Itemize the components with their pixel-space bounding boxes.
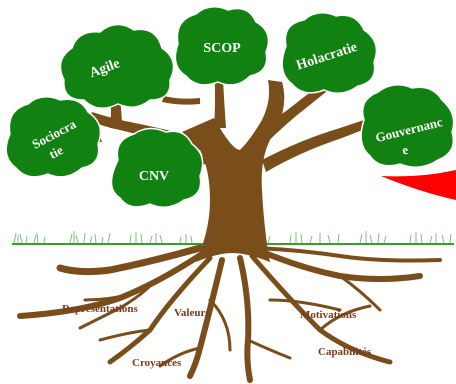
label-scop: SCOP: [203, 41, 241, 56]
canopy-sociocratie: [5, 96, 102, 178]
canopy-cnv: [110, 127, 204, 208]
red-accent-shape: [381, 170, 456, 200]
canopy-scop: [174, 6, 270, 86]
label-cnv: CNV: [139, 169, 169, 184]
label-valeurs: Valeurs: [174, 307, 210, 319]
label-representations: Représentations: [62, 303, 138, 315]
label-motivations: Motivations: [300, 309, 357, 321]
label-gouvernance-line2: e: [400, 142, 409, 158]
roots: [17, 244, 442, 383]
canopy-agile: [59, 23, 175, 109]
canopy-holacratie: [281, 12, 378, 94]
label-capabilites: Capabilités: [318, 346, 372, 358]
label-sociocratie-line2: tie: [46, 142, 65, 162]
label-croyances: Croyances: [132, 357, 182, 369]
canopy-gouvernance: [360, 84, 455, 168]
